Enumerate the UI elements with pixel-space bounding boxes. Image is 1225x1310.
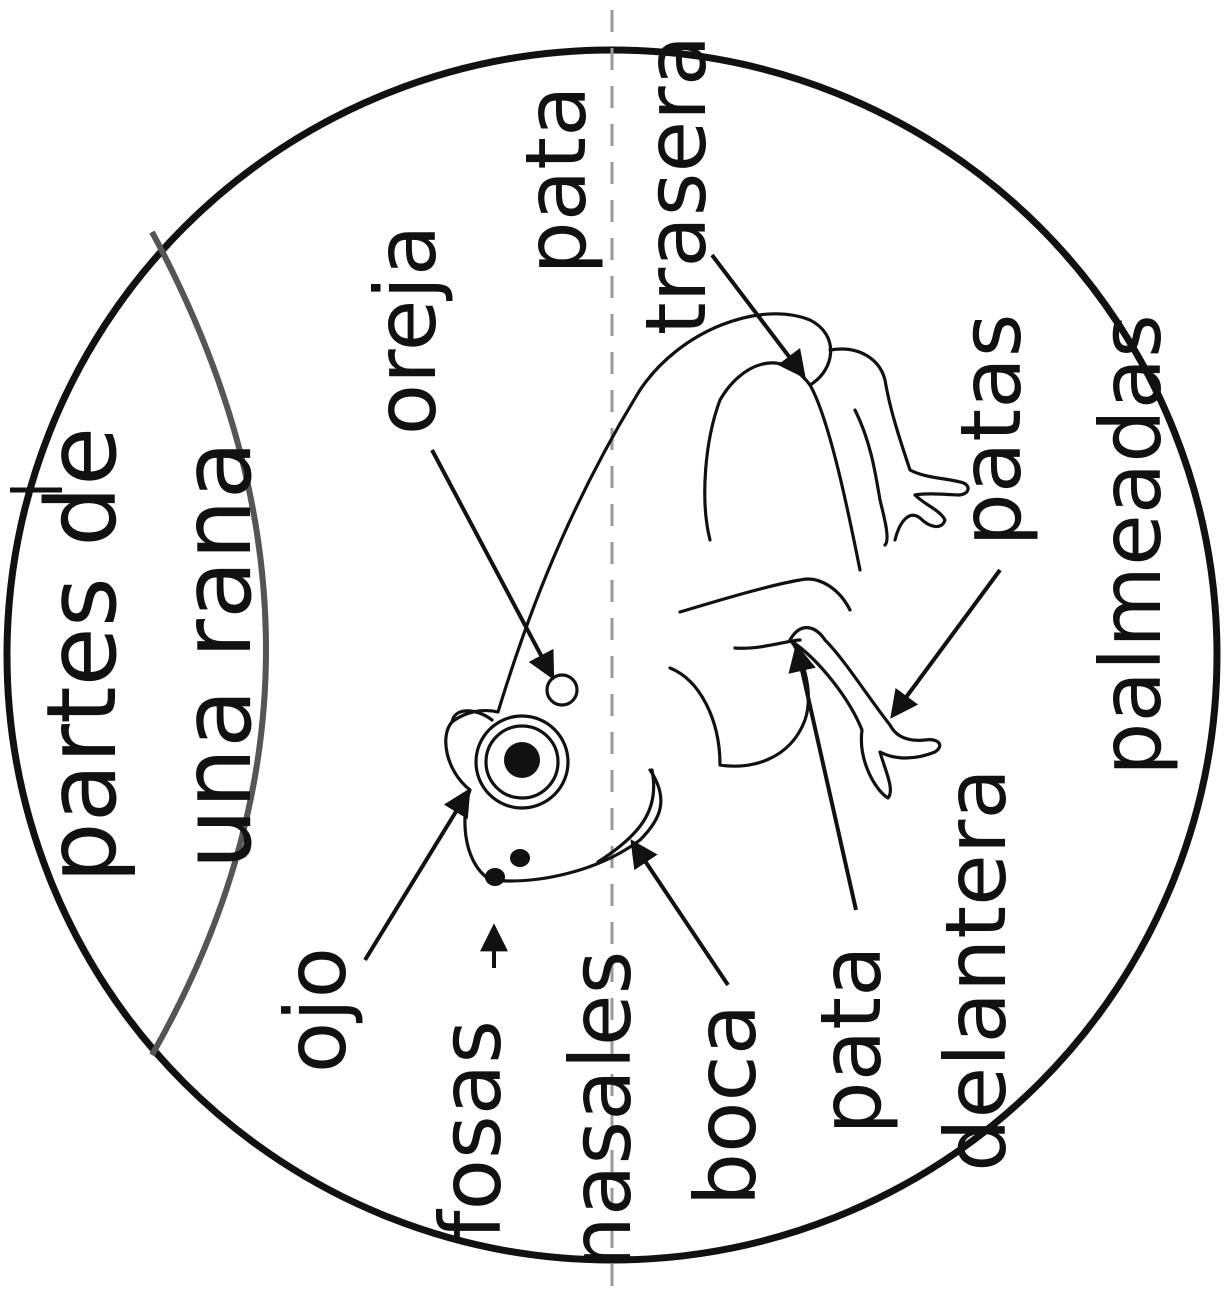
frog-belly-line xyxy=(680,579,850,612)
frog-hind-knee xyxy=(855,410,887,545)
frog-illustration xyxy=(446,314,968,886)
arrow-patas-palmeadas xyxy=(893,570,1000,715)
label-ojo: ojo xyxy=(267,947,365,1073)
arrow-oreja xyxy=(432,450,552,676)
frog-pupil xyxy=(504,742,540,778)
label-boca: boca xyxy=(677,1004,775,1206)
title-line-2: una rana xyxy=(161,441,273,870)
frog-front-leg-upper xyxy=(670,640,808,766)
frog-body-outline xyxy=(446,314,831,880)
label-pata-delantera-2: delantera xyxy=(927,768,1025,1172)
label-nasales: nasales xyxy=(552,951,650,1270)
nostril-left xyxy=(485,868,505,886)
label-fosas: fosas xyxy=(422,1020,520,1240)
label-oreja: oreja xyxy=(357,225,455,436)
label-patas-palmeadas-1: patas xyxy=(942,314,1040,547)
label-pata-trasera-2: trasera xyxy=(627,35,725,335)
title-line-1: partes de xyxy=(26,427,138,883)
nostril-right xyxy=(510,849,530,867)
frog-ear xyxy=(547,675,577,705)
frog-hind-thigh xyxy=(705,363,860,570)
label-patas-palmeadas-2: palmeadas xyxy=(1082,314,1180,776)
label-pata-delantera-1: pata xyxy=(802,945,900,1134)
label-pata-trasera-1: pata xyxy=(507,85,605,274)
arrow-ojo xyxy=(365,792,468,960)
arrow-pata-delantera xyxy=(797,648,856,910)
